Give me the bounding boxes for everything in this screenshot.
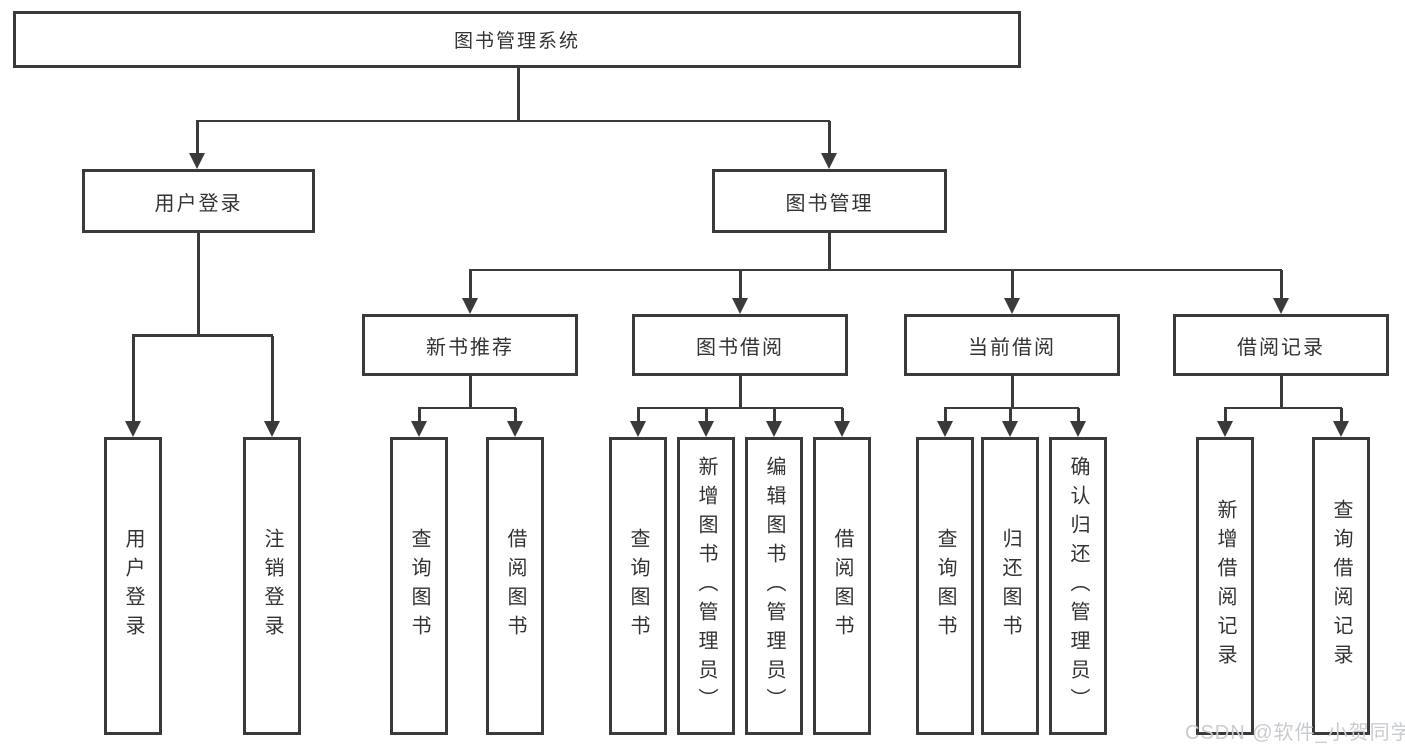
arrow-borrow — [732, 298, 748, 314]
node-current-borrow-label: 当前借阅 — [968, 336, 1056, 359]
leaf-current-confirm: 确认归还（管理员） — [1049, 437, 1107, 735]
arrow-user-login — [189, 153, 205, 169]
node-user-login-label: 用户登录 — [154, 192, 243, 215]
leaf-borrow-borrow-label: 借阅图书 — [831, 528, 853, 644]
node-book-mgmt-label: 图书管理 — [785, 192, 874, 215]
leaf-records-add-label: 新增借阅记录 — [1214, 499, 1236, 673]
connector-drop-cb2 — [1009, 408, 1012, 422]
arrow-current — [1004, 298, 1020, 314]
leaf-current-return: 归还图书 — [981, 437, 1039, 735]
connector-newbook-rail — [418, 406, 516, 409]
arrow-cb3 — [1070, 421, 1086, 437]
connector-user-rail — [132, 334, 273, 337]
arrow-records — [1273, 298, 1289, 314]
leaf-borrow-query: 查询图书 — [609, 437, 667, 735]
connector-drop-current — [1011, 270, 1014, 299]
node-root-label: 图书管理系统 — [453, 31, 580, 52]
leaf-current-return-label: 归还图书 — [999, 528, 1021, 644]
connector-mgmt-rail — [469, 268, 1282, 271]
connector-drop-leaf-logout — [271, 336, 274, 421]
connector-root-rail — [196, 119, 830, 122]
connector-records-stem — [1280, 376, 1283, 409]
leaf-user-login-label: 用户登录 — [122, 528, 144, 644]
arrow-nb2 — [507, 421, 523, 437]
leaf-newbook-borrow: 借阅图书 — [486, 437, 544, 735]
leaf-records-query-label: 查询借阅记录 — [1330, 499, 1352, 673]
leaf-borrow-add: 新增图书（管理员） — [677, 437, 735, 735]
leaf-borrow-edit: 编辑图书（管理员） — [745, 437, 803, 735]
connector-mgmt-stem — [828, 233, 831, 271]
connector-current-rail — [944, 406, 1079, 409]
arrow-cb2 — [1002, 421, 1018, 437]
leaf-borrow-edit-label: 编辑图书（管理员） — [763, 455, 785, 717]
leaf-borrow-borrow: 借阅图书 — [813, 437, 871, 735]
leaf-borrow-add-label: 新增图书（管理员） — [695, 455, 717, 717]
leaf-current-query-label: 查询图书 — [934, 528, 956, 644]
connector-drop-bb1 — [637, 408, 640, 422]
connector-drop-newbook — [469, 270, 472, 299]
arrow-newbook — [462, 298, 478, 314]
leaf-logout: 注销登录 — [243, 437, 301, 735]
node-newbook-rec-label: 新书推荐 — [426, 336, 514, 359]
connector-drop-bb2 — [705, 408, 708, 422]
connector-drop-leaf-user-login — [132, 336, 135, 421]
connector-drop-br1 — [1224, 408, 1227, 422]
leaf-user-login: 用户登录 — [104, 437, 162, 735]
connector-drop-nb1 — [418, 408, 421, 422]
arrow-br2 — [1333, 421, 1349, 437]
node-root: 图书管理系统 — [13, 11, 1021, 68]
node-borrow-records: 借阅记录 — [1173, 314, 1389, 376]
arrow-bb1 — [630, 421, 646, 437]
leaf-current-query: 查询图书 — [916, 437, 974, 735]
connector-drop-book-mgmt — [828, 121, 831, 155]
leaf-current-confirm-label: 确认归还（管理员） — [1067, 455, 1089, 717]
arrow-br1 — [1217, 421, 1233, 437]
leaf-newbook-query: 查询图书 — [390, 437, 448, 735]
node-book-mgmt: 图书管理 — [712, 169, 947, 233]
leaf-records-query: 查询借阅记录 — [1312, 437, 1370, 735]
csdn-watermark: CSDN @软件_小贺同学 — [1185, 722, 1405, 744]
arrow-nb1 — [411, 421, 427, 437]
connector-drop-bb4 — [841, 408, 844, 422]
connector-drop-user-login — [196, 121, 199, 155]
node-newbook-rec: 新书推荐 — [362, 314, 578, 376]
connector-borrow-rail — [637, 406, 843, 409]
connector-drop-cb3 — [1077, 408, 1080, 422]
connector-drop-br2 — [1340, 408, 1343, 422]
connector-borrow-stem — [739, 376, 742, 409]
connector-drop-borrow — [739, 270, 742, 299]
arrow-book-mgmt — [821, 153, 837, 169]
leaf-newbook-borrow-label: 借阅图书 — [504, 528, 526, 644]
leaf-logout-label: 注销登录 — [261, 528, 283, 644]
connector-records-rail — [1224, 406, 1342, 409]
leaf-borrow-query-label: 查询图书 — [627, 528, 649, 644]
node-user-login: 用户登录 — [82, 169, 315, 233]
leaf-records-add: 新增借阅记录 — [1196, 437, 1254, 735]
arrow-bb4 — [834, 421, 850, 437]
connector-drop-cb1 — [944, 408, 947, 422]
arrow-cb1 — [937, 421, 953, 437]
node-book-borrow-label: 图书借阅 — [696, 336, 784, 359]
leaf-newbook-query-label: 查询图书 — [408, 528, 430, 644]
arrow-bb2 — [698, 421, 714, 437]
connector-drop-records — [1280, 270, 1283, 299]
connector-drop-nb2 — [514, 408, 517, 422]
node-borrow-records-label: 借阅记录 — [1237, 336, 1325, 359]
connector-root-stem — [517, 68, 520, 121]
connector-user-stem — [197, 233, 200, 336]
arrow-bb3 — [766, 421, 782, 437]
connector-current-stem — [1011, 376, 1014, 409]
node-book-borrow: 图书借阅 — [632, 314, 848, 376]
arrow-leaf-user-login — [125, 421, 141, 437]
arrow-leaf-logout — [264, 421, 280, 437]
connector-drop-bb3 — [773, 408, 776, 422]
node-current-borrow: 当前借阅 — [904, 314, 1120, 376]
connector-newbook-stem — [469, 376, 472, 409]
